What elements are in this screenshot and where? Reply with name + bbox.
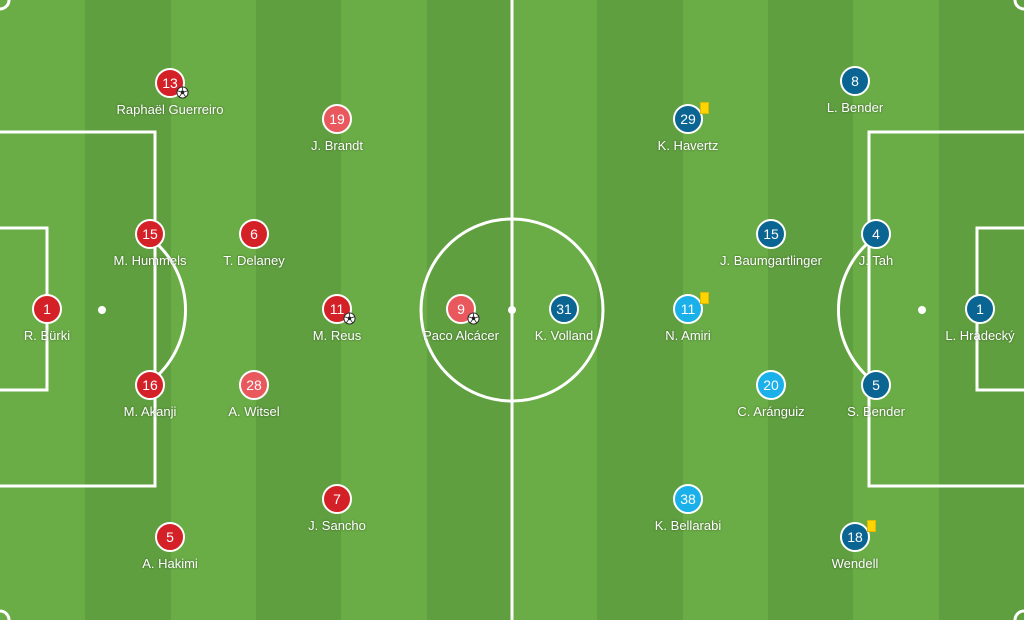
penalty-arc-right [836,240,870,380]
goal-ball-icon [467,312,480,325]
player-name: A. Hakimi [142,556,198,571]
goal-ball-icon [176,86,189,99]
player-name: K. Volland [534,328,594,343]
yellow-card-icon [700,292,709,304]
home-player-a-hakimi[interactable]: 5 A. Hakimi [90,522,250,572]
jersey-number-badge: 29 [673,102,709,134]
grass-stripe [341,0,428,620]
player-name: J. Tah [858,253,894,268]
player-name: J. Baumgartlinger [720,253,822,268]
player-name: S. Bender [847,404,905,419]
jersey-number-badge: 15 [135,219,165,249]
away-player-k-bellarabi[interactable]: 38 K. Bellarabi [608,484,768,534]
jersey-number-badge: 11 [673,292,709,324]
center-circle [419,217,605,403]
jersey-number-badge: 20 [756,370,786,400]
player-name: R. Bürki [23,328,71,343]
home-player-j-brandt[interactable]: 19 J. Brandt [257,104,417,154]
jersey-number-badge: 8 [840,66,870,96]
yellow-card-icon [700,102,709,114]
player-name: M. Akanji [123,404,177,419]
away-player-n-amiri[interactable]: 11 N. Amiri [608,292,768,344]
player-name: Wendell [831,556,879,571]
penalty-box-left [0,130,157,488]
player-name: N. Amiri [665,328,711,343]
jersey-number-badge: 28 [239,370,269,400]
away-player-k-havertz[interactable]: 29 K. Havertz [608,102,768,154]
goal-ball-icon [343,312,356,325]
jersey-number-badge: 13 [155,68,189,99]
yellow-card-icon [867,520,876,532]
away-player-c-aranguiz[interactable]: 20 C. Aránguiz [691,370,851,420]
center-spot [508,306,516,314]
player-name: J. Brandt [310,138,364,153]
player-name: T. Delaney [223,253,285,268]
player-name: J. Sancho [308,518,366,533]
jersey-number-badge: 7 [322,484,352,514]
corner-arc-top-left [0,0,11,11]
penalty-box-right [867,130,1024,488]
penalty-arc-left [154,240,188,380]
jersey-number-badge: 4 [861,219,891,249]
jersey-number-badge: 5 [155,522,185,552]
player-name: M. Hummels [113,253,187,268]
away-player-j-baumgartlinger[interactable]: 15 J. Baumgartlinger [691,219,851,269]
player-name: Raphaël Guerreiro [116,102,224,117]
penalty-spot-left [98,306,106,314]
jersey-number-badge: 5 [861,370,891,400]
away-player-k-volland[interactable]: 31 K. Volland [484,294,644,344]
player-name: Paco Alcácer [423,328,499,343]
player-name: L. Bender [826,100,884,115]
player-name: K. Havertz [657,138,719,153]
away-player-s-bender[interactable]: 5 S. Bender [796,370,956,420]
home-player-m-akanji[interactable]: 16 M. Akanji [70,370,230,420]
jersey-number-badge: 11 [322,294,356,325]
corner-arc-bottom-left [0,609,11,620]
home-player-m-reus[interactable]: 11 M. Reus [257,294,417,344]
home-player-t-delaney[interactable]: 6 T. Delaney [174,219,334,269]
home-player-m-hummels[interactable]: 15 M. Hummels [70,219,230,269]
home-player-r-burki[interactable]: 1 R. Bürki [0,294,127,344]
grass-stripe [597,0,684,620]
penalty-spot-right [918,306,926,314]
jersey-number-badge: 18 [840,520,876,552]
home-player-j-sancho[interactable]: 7 J. Sancho [257,484,417,534]
player-name: A. Witsel [228,404,280,419]
player-name: K. Bellarabi [654,518,722,533]
home-player-a-witsel[interactable]: 28 A. Witsel [174,370,334,420]
away-player-l-hradecky[interactable]: 1 L. Hradecký [900,294,1024,344]
jersey-number-badge: 1 [32,294,62,324]
jersey-number-badge: 16 [135,370,165,400]
jersey-number-badge: 38 [673,484,703,514]
player-name: C. Aránguiz [737,404,805,419]
corner-arc-top-right [1013,0,1024,11]
jersey-number-badge: 19 [322,104,352,134]
away-player-l-bender[interactable]: 8 L. Bender [775,66,935,116]
jersey-number-badge: 15 [756,219,786,249]
jersey-number-badge: 6 [239,219,269,249]
player-name: M. Reus [312,328,362,343]
corner-arc-bottom-right [1013,609,1024,620]
jersey-number-badge: 1 [965,294,995,324]
player-name: L. Hradecký [945,328,1015,343]
away-player-j-tah[interactable]: 4 J. Tah [796,219,956,269]
jersey-number-badge: 9 [446,294,480,325]
jersey-number-badge: 31 [549,294,579,324]
